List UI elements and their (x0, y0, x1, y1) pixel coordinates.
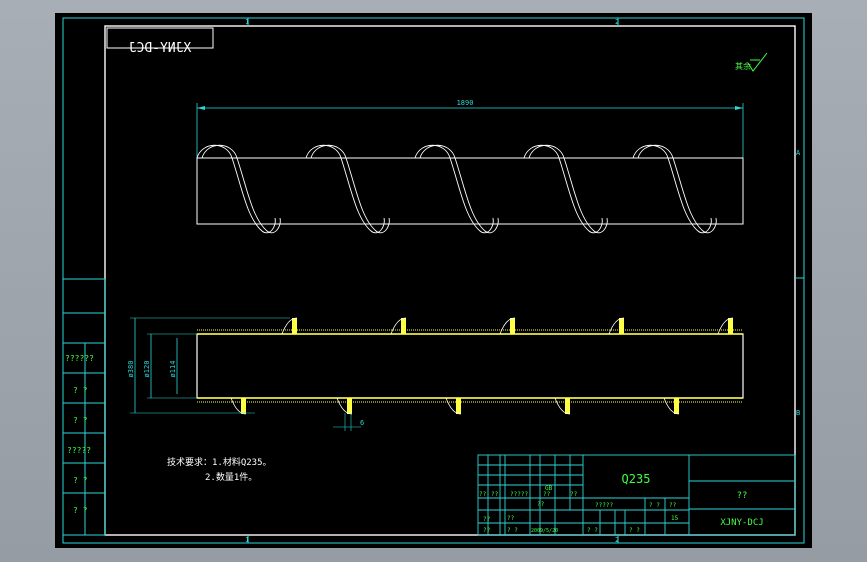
blade-section (565, 398, 570, 414)
blade-section (241, 398, 246, 414)
title-cell: ?? (543, 491, 551, 498)
screw-top-view: 1890 (196, 99, 744, 234)
title-cell: ?? (483, 527, 491, 534)
blade-curve (717, 317, 734, 335)
blade-section (619, 318, 624, 334)
code-box (106, 27, 214, 49)
title-cell: ?? (491, 491, 499, 498)
title-cell: 2009/5/20 (531, 528, 558, 534)
left-strip: ?????? ? ? ? ? ????? ? ? ? ? (62, 278, 106, 536)
part-name: ?? (737, 491, 748, 501)
helix-flight (201, 144, 281, 234)
helix-flight (528, 144, 608, 234)
blade-curve (390, 317, 407, 335)
title-cell: GB (545, 485, 553, 492)
title-cell: ? ? (649, 502, 660, 509)
helix-flight (310, 144, 390, 234)
title-cell: ? ? (629, 527, 640, 534)
blade-section (456, 398, 461, 414)
blade-curve (499, 317, 516, 335)
title-cell: 15 (671, 515, 679, 522)
left-strip-label: ? ? (73, 476, 88, 485)
roughness-symbol: 其余 (735, 52, 768, 72)
blade-section (292, 318, 297, 334)
blade-curve (608, 317, 625, 335)
drawing-sheet: 1 2 1 2 A B XJNY-DCJ 其余 (55, 13, 812, 548)
material-label: Q235 (622, 472, 651, 486)
blade-section (728, 318, 733, 334)
title-cell: ? ? (507, 527, 518, 534)
title-block (477, 454, 796, 536)
blade-curve (445, 397, 462, 415)
title-cell: ? ? (587, 527, 598, 534)
title-cell: ?? (479, 491, 487, 498)
drawing-canvas: 1 2 1 2 A B XJNY-DCJ 其余 (62, 17, 805, 544)
left-strip-label: ? ? (73, 386, 88, 395)
left-strip-label: ? ? (73, 416, 88, 425)
blade-curve (336, 397, 353, 415)
title-cell: ?? (669, 502, 677, 509)
blade-curve (230, 397, 247, 415)
zone-label-top-2: 2 (615, 18, 619, 26)
dim-overall-length: 1890 (457, 99, 474, 107)
zone-label-bottom-1: 1 (245, 536, 249, 544)
title-cell: ?? (570, 491, 578, 498)
dim-outer-diameter: ø380 (127, 361, 135, 378)
blade-curve (663, 397, 680, 415)
zone-label-bottom-2: 2 (615, 536, 619, 544)
helix-flight (419, 144, 499, 234)
blade-curve (281, 317, 298, 335)
title-cell: ????? (595, 502, 613, 509)
blade-section (674, 398, 679, 414)
left-strip-label: ? ? (73, 506, 88, 515)
zone-label-side-a: A (796, 149, 801, 157)
zone-label-top-1: 1 (245, 18, 249, 26)
tech-note-1: 技术要求：1.材料Q235。 (167, 456, 272, 468)
zone-label-side-b: B (796, 409, 800, 417)
title-cell: ?? (537, 501, 545, 508)
title-cell: ????? (510, 491, 528, 498)
dim-thickness: 6 (360, 419, 364, 427)
left-strip-label: ?????? (65, 354, 94, 363)
helix-flight (637, 144, 717, 234)
roughness-label: 其余 (735, 61, 751, 71)
tech-note-2: 2.数量1件。 (205, 471, 257, 483)
dim-shaft-diameter: ø114 (169, 361, 177, 378)
title-block-text: Q235 ?? XJNY-DCJ ?? ?? ????? ?? ?? ?? ??… (479, 472, 764, 534)
title-cell: ?? (507, 515, 515, 522)
blade-section (401, 318, 406, 334)
blade-section (510, 318, 515, 334)
title-cell: ?? (483, 516, 491, 523)
blade-curve (554, 397, 571, 415)
blade-section (347, 398, 352, 414)
left-strip-label: ????? (67, 446, 91, 455)
code-text-mirrored: XJNY-DCJ (129, 41, 192, 56)
drawing-number: XJNY-DCJ (720, 518, 763, 528)
dim-mid-diameter: ø120 (143, 361, 151, 378)
screw-section-view: ø380 ø120 ø114 6 (127, 317, 744, 431)
